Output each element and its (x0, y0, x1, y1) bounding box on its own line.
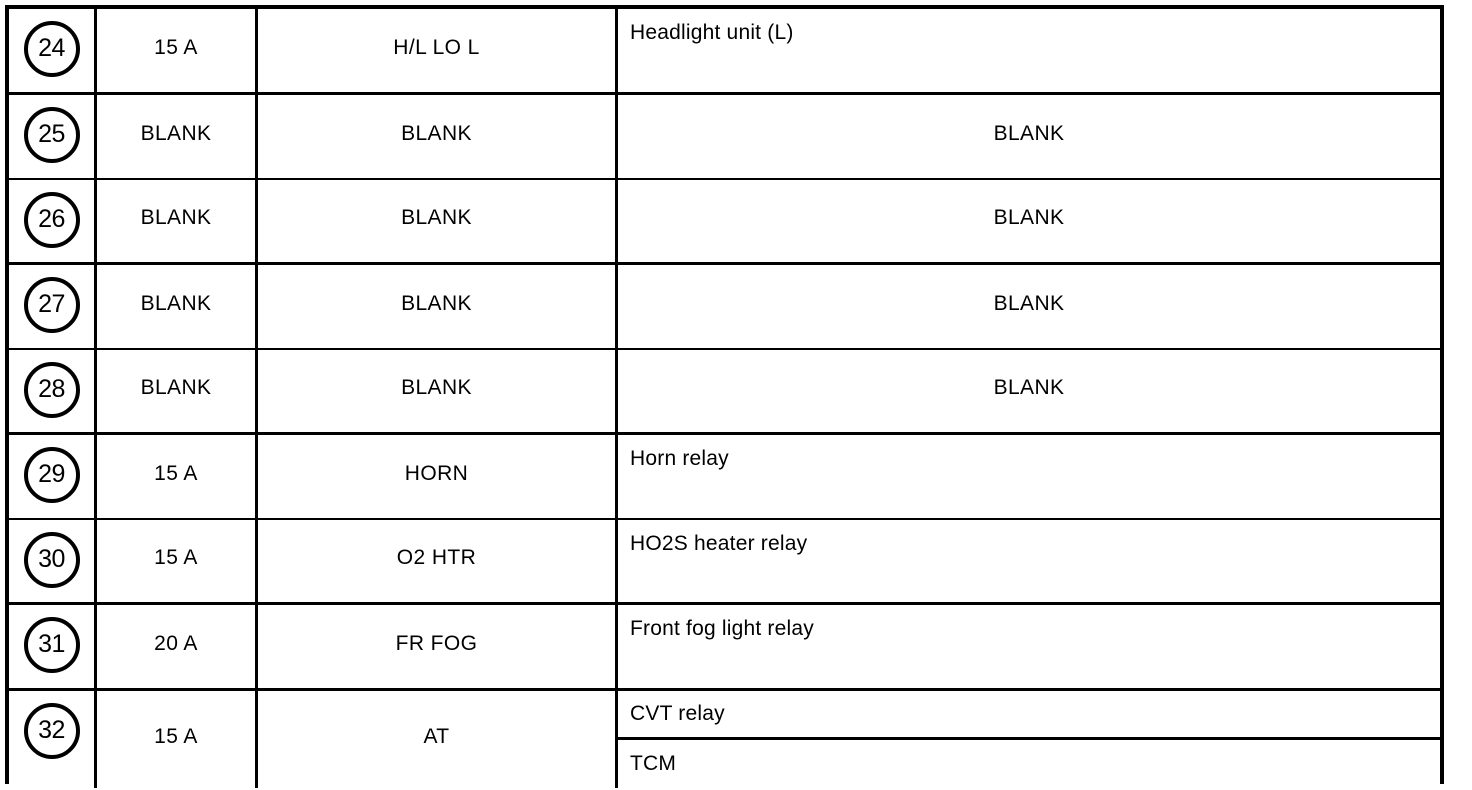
circuit-code-cell: H/L LO L (258, 9, 618, 92)
fuse-number-cell: 29 (9, 435, 97, 518)
circuit-description-text: Headlight unit (L) (630, 21, 794, 44)
fuse-number-cell: 25 (9, 95, 97, 178)
fuse-number-cell: 30 (9, 520, 97, 602)
circled-number-icon: 28 (23, 362, 80, 418)
circled-number-icon: 27 (23, 277, 80, 333)
circuit-description-cell: Horn relay (618, 435, 1440, 518)
fuse-number-label: 24 (38, 34, 65, 62)
fuse-number-label: 29 (38, 460, 65, 488)
fuse-rating-cell: 15 A (97, 520, 258, 602)
circuit-description-cell: BLANK (618, 180, 1440, 262)
circuit-code-cell: BLANK (258, 350, 618, 432)
circuit-code-cell: HORN (258, 435, 618, 518)
circled-number-icon: 26 (23, 192, 80, 248)
fuse-number-label: 25 (38, 120, 65, 148)
circuit-description-text: BLANK (993, 121, 1065, 145)
fuse-number-label: 27 (38, 290, 65, 318)
fuse-number-label: 30 (38, 545, 65, 573)
circuit-description-text: BLANK (993, 206, 1065, 229)
circuit-description-cell: BLANK (618, 95, 1440, 178)
circuit-description-cell: BLANK (618, 265, 1440, 348)
circled-number-icon: 32 (23, 703, 80, 759)
fuse-number-label: 31 (38, 630, 65, 658)
circuit-description-cell: Headlight unit (L) (618, 9, 1440, 92)
circuit-code-cell: BLANK (258, 180, 618, 262)
fuse-number-cell: 28 (9, 350, 97, 432)
fuse-number-cell: 31 (9, 605, 97, 688)
fuse-rating-cell: BLANK (97, 180, 258, 262)
circuit-code-cell: BLANK (258, 95, 618, 178)
fuse-rating-cell: 15 A (97, 691, 258, 788)
circuit-description-cell: HO2S heater relay (618, 520, 1440, 602)
circled-number-icon: 30 (23, 532, 80, 588)
fuse-number-cell: 24 (9, 9, 97, 92)
circuit-description-text: BLANK (993, 376, 1065, 399)
circled-number-icon: 25 (23, 107, 80, 163)
fuse-rating-cell: 15 A (97, 435, 258, 518)
circuit-description-line: TCM (630, 751, 677, 775)
circuit-code-cell: FR FOG (258, 605, 618, 688)
fuse-rating-cell: 15 A (97, 9, 258, 92)
circuit-code-cell: O2 HTR (258, 520, 618, 602)
fuse-number-label: 26 (38, 205, 65, 233)
circuit-description-line: CVT relay (618, 691, 1440, 740)
circuit-description-text: BLANK (993, 291, 1065, 315)
fuse-rating-cell: 20 A (97, 605, 258, 688)
circuit-code-cell: BLANK (258, 265, 618, 348)
fuse-number-label: 28 (38, 375, 65, 403)
circled-number-icon: 24 (23, 21, 80, 77)
fuse-rating-cell: BLANK (97, 95, 258, 178)
fuse-rating-cell: BLANK (97, 265, 258, 348)
fuse-number-cell: 27 (9, 265, 97, 348)
fuse-rating-cell: BLANK (97, 350, 258, 432)
circuit-description-text: Horn relay (630, 447, 729, 470)
circuit-code-cell: AT (258, 691, 618, 788)
circuit-description-cell: Front fog light relay (618, 605, 1440, 688)
circled-number-icon: 31 (23, 617, 80, 673)
fuse-number-cell: 32 (9, 691, 97, 788)
circuit-description-text: Front fog light relay (630, 617, 814, 640)
fuse-number-label: 32 (38, 716, 65, 744)
circuit-description-cell: BLANK (618, 350, 1440, 432)
fuse-number-cell: 26 (9, 180, 97, 262)
circled-number-icon: 29 (23, 447, 80, 503)
circuit-description-text: HO2S heater relay (630, 532, 808, 555)
